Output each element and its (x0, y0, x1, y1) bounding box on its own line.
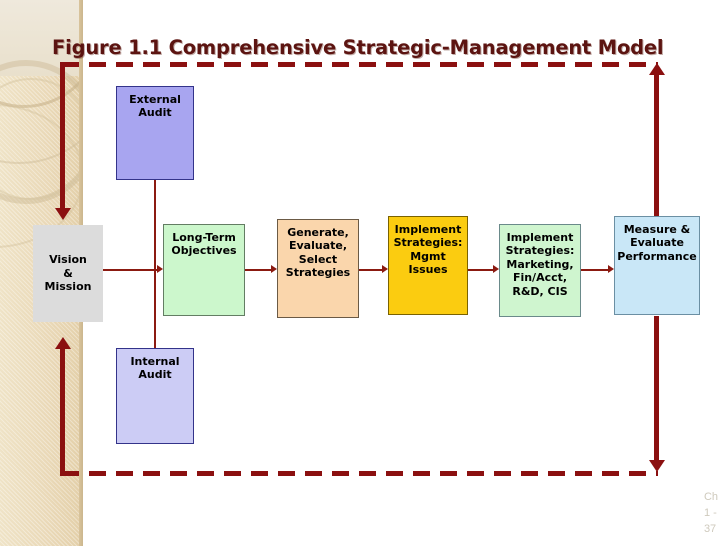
arrow-right-to-measure (608, 265, 614, 273)
flow-line-vision-to-longterm (103, 269, 157, 271)
top-rail-to-vision-line (60, 62, 65, 210)
bottom-feedback-rail (62, 471, 658, 476)
box-measure-evaluate-performance[interactable]: Measure & Evaluate Performance (614, 216, 700, 315)
arrow-up-to-vision (54, 337, 71, 349)
box-external-audit[interactable]: External Audit (116, 86, 194, 180)
box-measure-evaluate-performance-label: Measure & Evaluate Performance (617, 223, 697, 263)
arrow-right-to-implement-mgmt (382, 265, 388, 273)
arrow-right-to-longterm (157, 265, 163, 273)
box-internal-audit[interactable]: Internal Audit (116, 348, 194, 444)
flow-line-longterm-to-generate (245, 269, 271, 271)
box-long-term-objectives[interactable]: Long-Term Objectives (163, 224, 245, 316)
box-generate-evaluate-select-label: Generate, Evaluate, Select Strategies (285, 226, 351, 280)
box-implement-strategies-functional-label: Implement Strategies: Marketing, Fin/Acc… (505, 231, 575, 298)
top-feedback-rail (62, 62, 658, 67)
box-implement-strategies-functional[interactable]: Implement Strategies: Marketing, Fin/Acc… (499, 224, 581, 317)
box-vision-mission[interactable]: Vision & Mission (33, 225, 103, 322)
box-vision-mission-label: Vision & Mission (44, 253, 92, 294)
box-external-audit-label: External Audit (129, 93, 181, 120)
audit-vertical-link (154, 180, 156, 348)
arrow-up-to-top-rail (648, 63, 665, 75)
page-title: Figure 1.1 Comprehensive Strategic-Manag… (52, 36, 664, 59)
slide-footer: Ch 1 - 37 (703, 491, 718, 536)
bottom-rail-to-vision-line (60, 348, 65, 476)
arrow-right-to-implement-functional (493, 265, 499, 273)
box-generate-evaluate-select[interactable]: Generate, Evaluate, Select Strategies (277, 219, 359, 318)
flow-line-implement-mgmt-to-functional (468, 269, 493, 271)
box-implement-strategies-mgmt[interactable]: Implement Strategies: Mgmt Issues (388, 216, 468, 315)
arrow-down-to-vision (54, 208, 71, 220)
measure-to-bottom-rail-line (654, 316, 659, 462)
flow-line-functional-to-measure (581, 269, 608, 271)
arrow-down-to-bottom-rail (648, 460, 665, 472)
box-long-term-objectives-label: Long-Term Objectives (171, 231, 237, 258)
box-internal-audit-label: Internal Audit (130, 355, 180, 382)
measure-to-top-rail-line (654, 74, 659, 218)
flow-line-generate-to-implement-mgmt (359, 269, 382, 271)
arrow-right-to-generate (271, 265, 277, 273)
box-implement-strategies-mgmt-label: Implement Strategies: Mgmt Issues (393, 223, 463, 277)
